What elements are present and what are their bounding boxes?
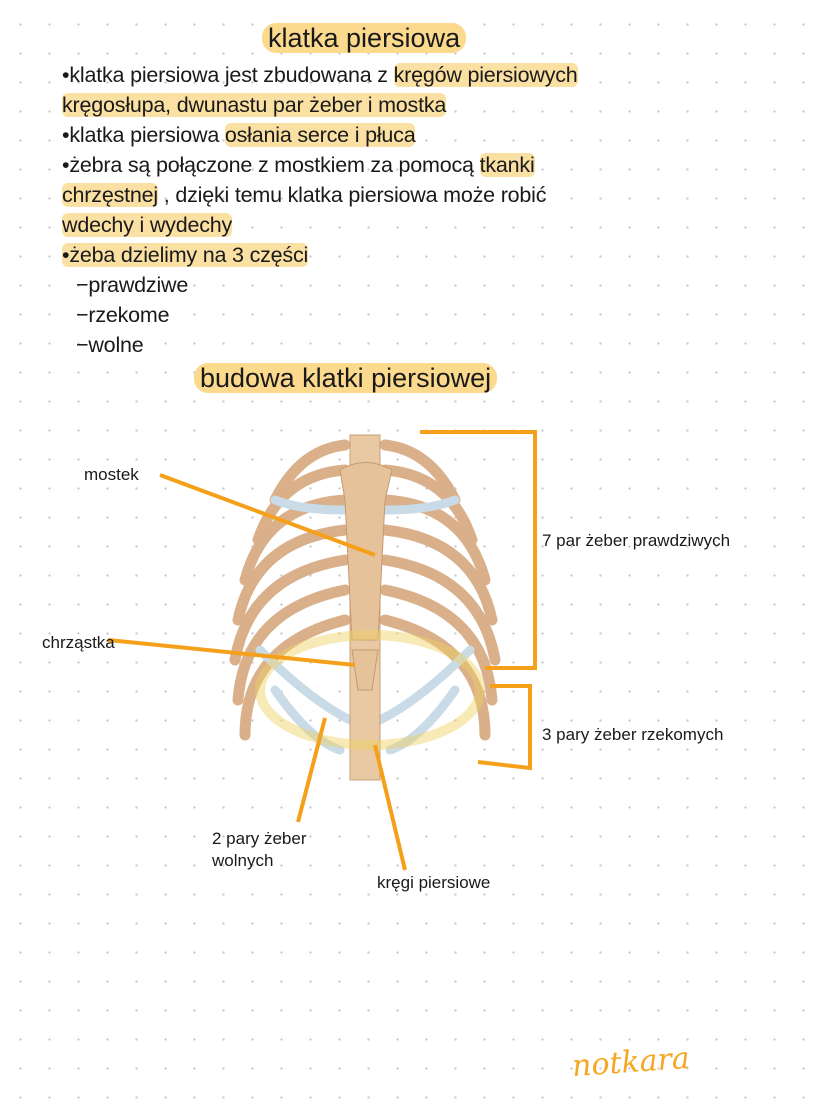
pointer-lines — [107, 430, 537, 871]
xiphoid — [351, 649, 379, 691]
label-vertebrae: kręgi piersiowe — [377, 873, 491, 892]
sub-item: −prawdziwe — [76, 273, 189, 297]
note-line: chrzęstnej , dzięki temu klatka piersiow… — [62, 183, 547, 207]
cartilage — [255, 495, 475, 755]
note-line: •klatka piersiowa jest zbudowana z kręgó… — [62, 63, 578, 87]
note-line: •żeba dzielimy na 3 części — [62, 243, 309, 267]
highlight-ring — [255, 630, 485, 750]
note-line: kręgosłupa, dwunastu par żeber i mostka — [62, 93, 447, 117]
label-true-ribs: 7 par żeber prawdziwych — [542, 531, 731, 550]
label-chrzastka: chrząstka — [42, 633, 115, 652]
page-title: klatka piersiowa — [262, 22, 467, 54]
notes-list: •klatka piersiowa jest zbudowana z kręgó… — [62, 60, 578, 360]
sub-item: −wolne — [76, 333, 144, 357]
sub-item: −rzekome — [76, 303, 170, 327]
note-line: wdechy i wydechy — [62, 213, 233, 237]
label-mostek: mostek — [84, 465, 139, 484]
note-line: •żebra są połączone z mostkiem za pomocą… — [62, 153, 535, 177]
note-line: •klatka piersiowa osłania serce i płuca — [62, 123, 416, 147]
section-title: budowa klatki piersiowej — [194, 362, 498, 394]
label-false-ribs: 3 pary żeber rzekomych — [542, 725, 724, 744]
